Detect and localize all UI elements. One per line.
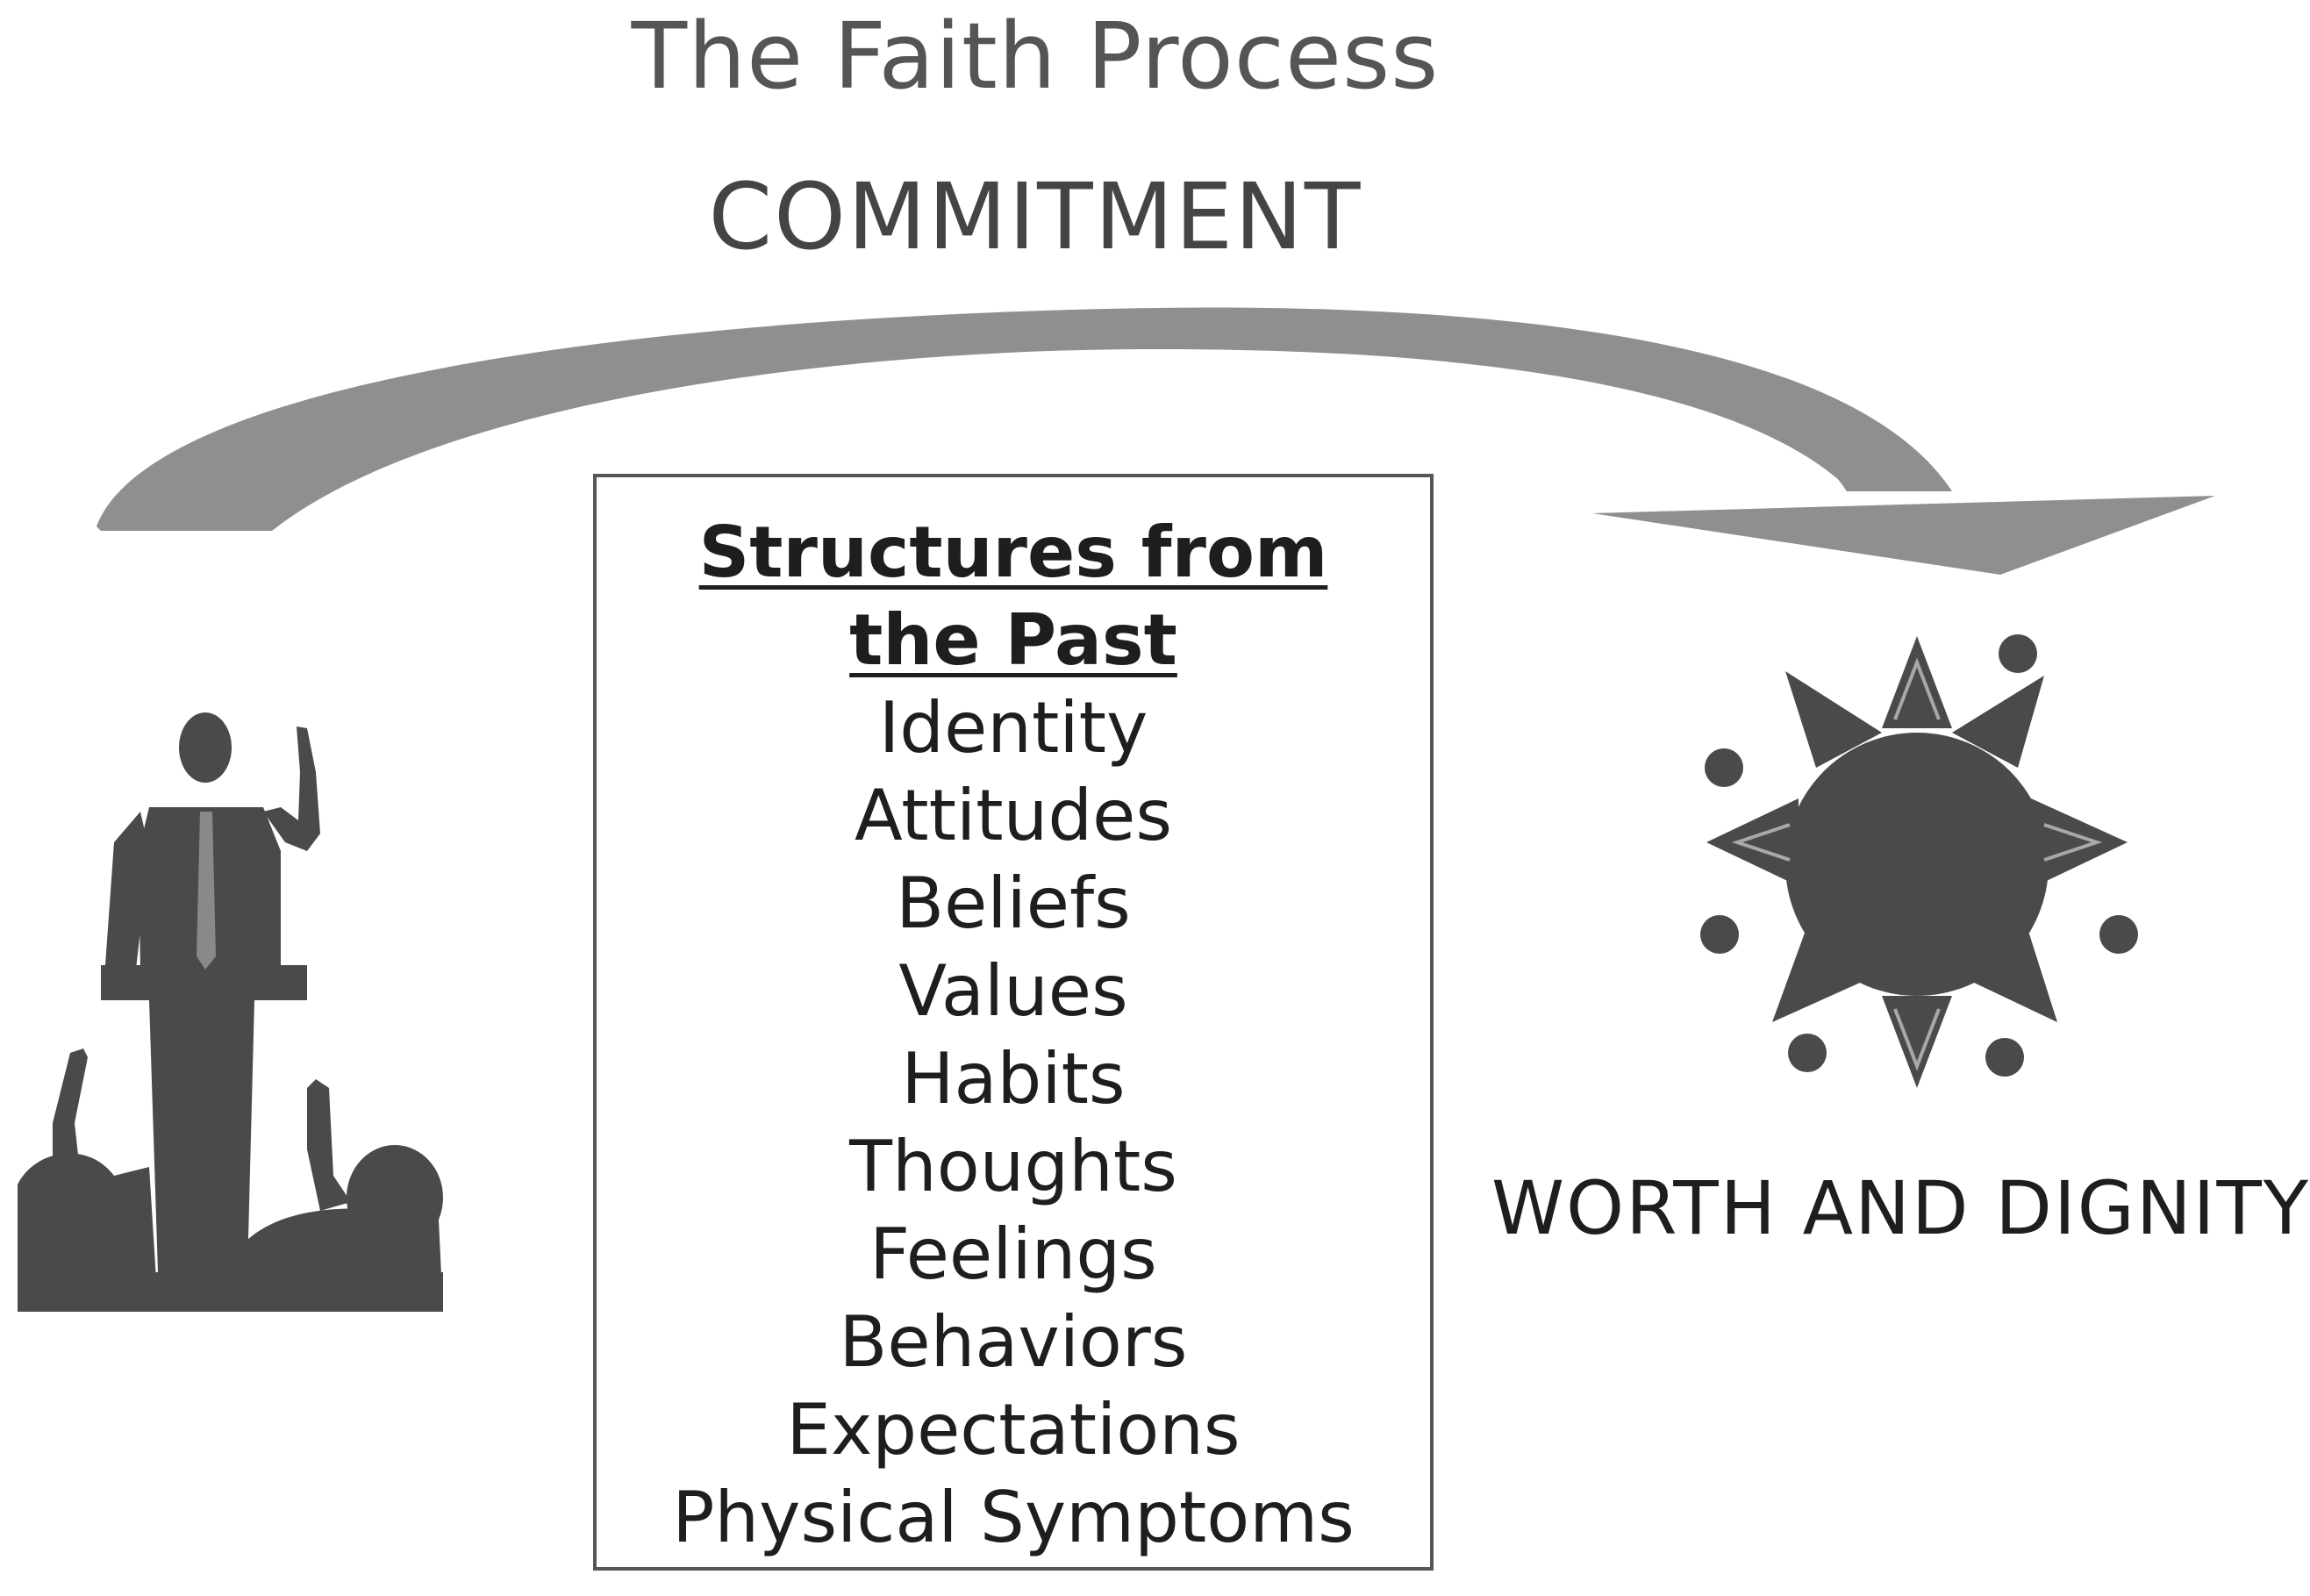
list-item: Attitudes: [854, 775, 1173, 856]
list-item: Physical Symptoms: [672, 1477, 1355, 1558]
arrow-shaft-fill: [101, 319, 1930, 531]
worth-and-dignity-label: WORTH AND DIGNITY: [1491, 1165, 2310, 1251]
commitment-label: COMMITMENT: [708, 163, 1362, 270]
list-item: Habits: [901, 1038, 1126, 1120]
list-item: Values: [898, 950, 1128, 1032]
list-item: Expectations: [786, 1389, 1241, 1471]
list-item: Beliefs: [896, 862, 1131, 944]
curved-arrow-connector: [97, 307, 2215, 575]
structures-box: Structures from the Past Identity Attitu…: [593, 474, 1434, 1571]
diagram-title: The Faith Process: [631, 3, 1440, 110]
list-item: Identity: [878, 687, 1148, 769]
list-item: Feelings: [869, 1213, 1157, 1295]
list-item: Thoughts: [849, 1126, 1177, 1207]
structures-heading: Structures from the Past: [698, 512, 1328, 681]
list-item: Behaviors: [839, 1301, 1188, 1383]
sun-icon: [1700, 634, 2138, 1088]
arrow-head: [1592, 496, 2215, 575]
structures-list: Identity Attitudes Beliefs Values Habits…: [597, 684, 1430, 1562]
speaker-at-podium-icon: [18, 712, 443, 1312]
